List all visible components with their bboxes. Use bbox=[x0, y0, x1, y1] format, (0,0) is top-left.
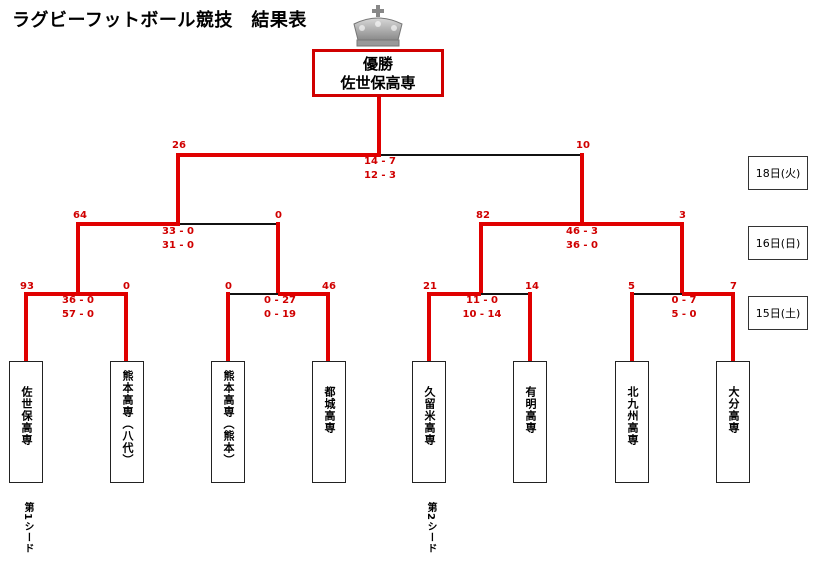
final-score-left: 26 bbox=[172, 140, 186, 151]
team-box: 熊本高専（熊本） bbox=[211, 361, 245, 483]
bracket-line bbox=[326, 292, 330, 361]
round1-half-scores: 36 - 0 57 - 0 bbox=[62, 295, 94, 320]
winner-label: 優勝 bbox=[362, 55, 393, 73]
team-box: 都城高専 bbox=[312, 361, 346, 483]
round1-score: 0 bbox=[123, 281, 130, 292]
bracket-line bbox=[226, 292, 230, 361]
bracket-line bbox=[479, 222, 483, 295]
final-half-scores: 14 - 7 12 - 3 bbox=[364, 156, 396, 181]
page-title: ラグビーフットボール競技 結果表 bbox=[12, 10, 307, 31]
bracket-line bbox=[630, 292, 634, 361]
final-score-right: 10 bbox=[576, 140, 590, 151]
bracket-line bbox=[377, 97, 381, 155]
round1-score: 7 bbox=[730, 281, 737, 292]
bracket-line bbox=[80, 292, 128, 296]
bracket-line bbox=[580, 153, 584, 225]
round1-score: 93 bbox=[20, 281, 34, 292]
round1-half-scores: 0 - 27 0 - 19 bbox=[264, 295, 296, 320]
bracket-line bbox=[176, 153, 381, 157]
bracket-line bbox=[479, 222, 584, 226]
day-label-semi: 16日(日) bbox=[748, 226, 808, 260]
bracket-line bbox=[76, 222, 180, 226]
team-name: 北九州高専 bbox=[626, 386, 639, 446]
round1-score: 5 bbox=[628, 281, 635, 292]
round1-score: 21 bbox=[423, 281, 437, 292]
bracket-line bbox=[226, 293, 278, 295]
semi-score: 3 bbox=[679, 210, 686, 221]
winner-box: 優勝 佐世保高専 bbox=[312, 49, 444, 97]
bracket-line bbox=[180, 223, 278, 225]
round1-half-scores: 0 - 7 5 - 0 bbox=[671, 295, 697, 320]
bracket-line bbox=[278, 292, 330, 296]
team-box: 熊本高専（八代） bbox=[110, 361, 144, 483]
team-name: 熊本高専（熊本） bbox=[222, 370, 235, 466]
winner-team: 佐世保高専 bbox=[340, 74, 416, 92]
crown-icon bbox=[353, 5, 403, 47]
bracket-line bbox=[427, 292, 481, 296]
bracket-line bbox=[584, 222, 684, 226]
semi-half-scores: 33 - 0 31 - 0 bbox=[162, 226, 194, 251]
bracket-line bbox=[427, 292, 431, 361]
round1-half-scores: 11 - 0 10 - 14 bbox=[462, 295, 502, 320]
team-name: 都城高専 bbox=[323, 386, 336, 434]
bracket-line bbox=[24, 292, 28, 361]
bracket-line bbox=[731, 292, 735, 361]
bracket-line bbox=[682, 292, 735, 296]
team-name: 熊本高専（八代） bbox=[121, 370, 134, 466]
semi-score: 64 bbox=[73, 210, 87, 221]
bracket-line bbox=[24, 292, 80, 296]
bracket-line bbox=[176, 153, 180, 225]
seed-label: 第1シード bbox=[22, 502, 33, 554]
team-name: 佐世保高専 bbox=[20, 386, 33, 446]
bracket-line bbox=[76, 222, 80, 295]
bracket-line bbox=[276, 222, 280, 295]
team-box: 大分高専 bbox=[716, 361, 750, 483]
round1-score: 14 bbox=[525, 281, 539, 292]
bracket-line bbox=[124, 292, 128, 361]
team-box: 佐世保高専 bbox=[9, 361, 43, 483]
day-label-round1: 15日(土) bbox=[748, 296, 808, 330]
semi-score: 0 bbox=[275, 210, 282, 221]
team-name: 久留米高専 bbox=[423, 386, 436, 446]
seed-label: 第2シード bbox=[425, 502, 436, 554]
team-name: 大分高専 bbox=[727, 386, 740, 434]
bracket-line bbox=[481, 293, 530, 295]
round1-score: 0 bbox=[225, 281, 232, 292]
semi-half-scores: 46 - 3 36 - 0 bbox=[566, 226, 598, 251]
team-box: 北九州高専 bbox=[615, 361, 649, 483]
round1-score: 46 bbox=[322, 281, 336, 292]
bracket-line bbox=[630, 293, 682, 295]
day-label-final: 18日(火) bbox=[748, 156, 808, 190]
team-box: 久留米高専 bbox=[412, 361, 446, 483]
semi-score: 82 bbox=[476, 210, 490, 221]
bracket-line bbox=[528, 292, 532, 361]
bracket-line bbox=[381, 154, 582, 156]
team-box: 有明高専 bbox=[513, 361, 547, 483]
bracket-line bbox=[680, 222, 684, 295]
team-name: 有明高専 bbox=[524, 386, 537, 434]
